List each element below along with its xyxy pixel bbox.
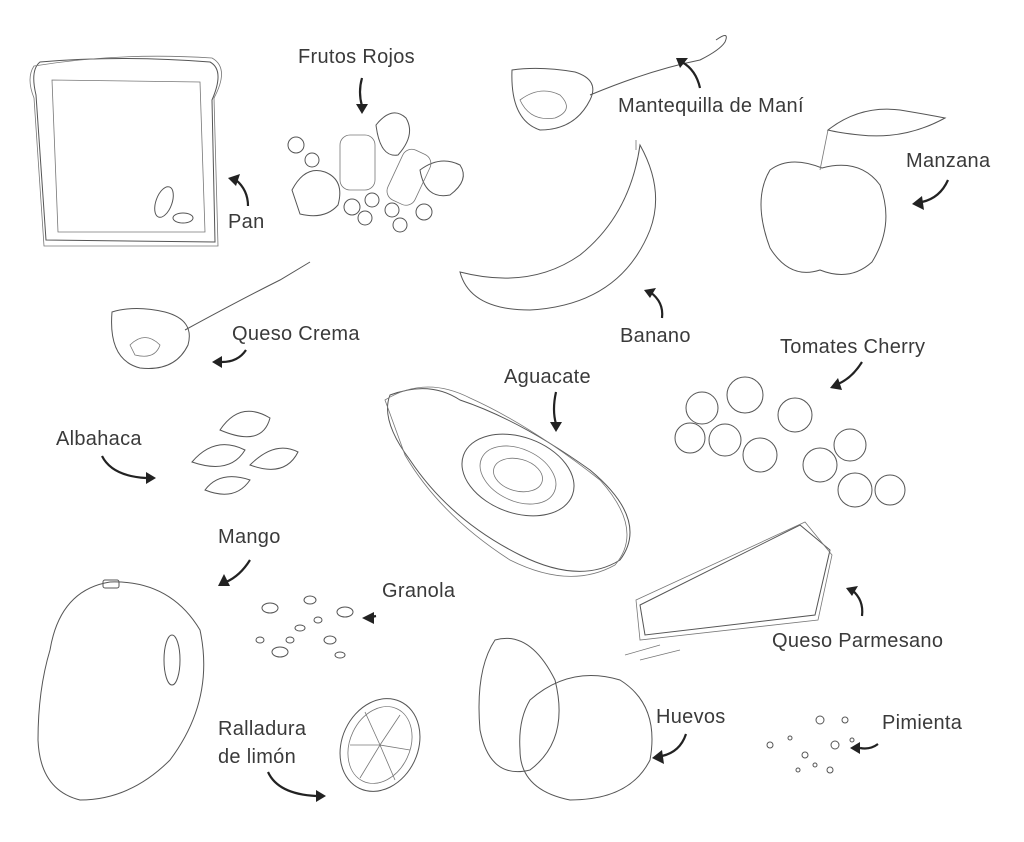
- avocado-drawing: [384, 386, 631, 577]
- label-tomates: Tomates Cherry: [780, 336, 926, 358]
- berries-drawing: [287, 112, 464, 233]
- cream-cheese-spoon-drawing: [111, 261, 311, 370]
- label-queso-crema: Queso Crema: [232, 323, 360, 345]
- basil-drawing: [191, 410, 299, 495]
- eggs-drawing: [478, 637, 653, 801]
- label-manzana: Manzana: [906, 150, 991, 172]
- lemon-drawing: [339, 698, 421, 792]
- label-pimienta: Pimienta: [882, 712, 963, 734]
- label-parmesano: Queso Parmesano: [772, 630, 944, 652]
- parmesan-drawing: [624, 521, 833, 661]
- mango-drawing: [37, 579, 205, 801]
- label-ralladura-line1: Ralladura: [218, 718, 307, 740]
- banana-drawing: [459, 140, 657, 311]
- label-ralladura-line2: de limón: [218, 746, 296, 768]
- label-mantequilla: Mantequilla de Maní: [618, 95, 804, 117]
- label-frutos-rojos: Frutos Rojos: [298, 46, 415, 68]
- bread-drawing: [29, 55, 222, 247]
- label-aguacate: Aguacate: [504, 366, 591, 388]
- apple-drawing: [760, 108, 947, 275]
- peanut-butter-spoon-drawing: [511, 35, 727, 131]
- label-huevos: Huevos: [656, 706, 726, 728]
- label-banano: Banano: [620, 325, 691, 347]
- label-mango: Mango: [218, 526, 281, 548]
- label-pan: Pan: [228, 211, 265, 233]
- label-granola: Granola: [382, 580, 456, 602]
- arrows: [101, 58, 950, 802]
- cherry-tomatoes-drawing: [674, 376, 906, 508]
- granola-drawing: [255, 595, 354, 659]
- label-albahaca: Albahaca: [56, 428, 142, 450]
- pepper-drawing: [766, 715, 855, 774]
